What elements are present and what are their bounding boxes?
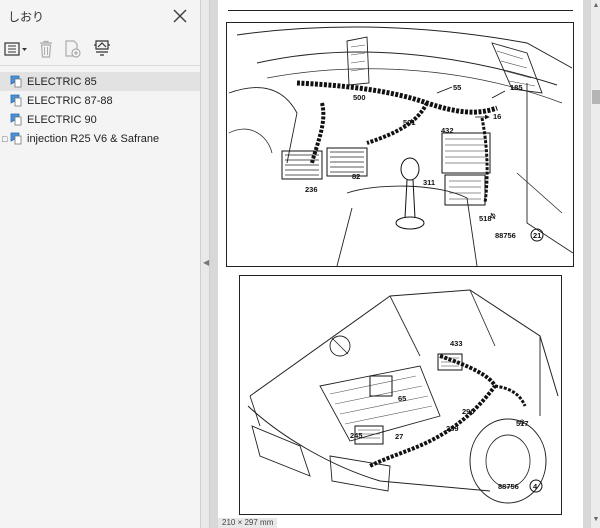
figure-interior-wiring: 500 55 185 16 501 432 236 82 311 518 887…: [226, 22, 574, 267]
bookmark-label: ELECTRIC 85: [27, 75, 97, 88]
panel-header: しおり: [0, 0, 200, 32]
expand-toggle-icon[interactable]: □: [2, 133, 8, 144]
figure-reference: 88756: [495, 231, 516, 240]
figure-number: 21: [533, 231, 541, 240]
callout-label: 311: [423, 178, 435, 187]
callout-label: 289: [446, 424, 459, 433]
bookmarks-toolbar: [0, 32, 200, 66]
bookmark-label: ELECTRIC 87-88: [27, 94, 113, 107]
engine-bay-drawing: 433 65 290 517 245 27 289 88756 4: [247, 289, 559, 504]
expand-bookmark-button[interactable]: [92, 37, 112, 61]
document-view[interactable]: 500 55 185 16 501 432 236 82 311 518 887…: [210, 0, 590, 528]
new-bookmark-button[interactable]: [64, 37, 82, 61]
scroll-down-icon[interactable]: ▼: [592, 516, 600, 523]
callout-label: 185: [510, 83, 523, 92]
document-page: 500 55 185 16 501 432 236 82 311 518 887…: [218, 0, 583, 270]
options-menu-button[interactable]: [4, 37, 28, 61]
bookmark-label: ELECTRIC 90: [27, 113, 97, 126]
bookmark-icon: [10, 132, 22, 145]
callout-label: 432: [441, 126, 454, 135]
callout-label: 65: [398, 394, 406, 403]
figure-number-circle: [530, 228, 544, 242]
vertical-scrollbar[interactable]: ▲ ▼: [590, 0, 600, 528]
close-icon: [173, 9, 187, 23]
close-panel-button[interactable]: [170, 6, 190, 26]
options-list-icon: [4, 41, 27, 56]
callout-label: 518: [479, 214, 492, 223]
collapse-arrow-icon[interactable]: ◀: [203, 258, 210, 267]
page-size-indicator: 210 × 297 mm: [218, 518, 278, 528]
bookmark-icon: [10, 113, 22, 126]
bookmark-label: injection R25 V6 & Safrane: [27, 132, 160, 145]
callout-label: 245: [350, 431, 363, 440]
callout-label: 236: [305, 185, 318, 194]
bookmark-item[interactable]: ELECTRIC 90: [0, 110, 200, 129]
bookmark-item[interactable]: ELECTRIC 87-88: [0, 91, 200, 110]
expand-bookmark-icon: [94, 39, 110, 56]
callout-label: 27: [395, 432, 403, 441]
callout-label: 500: [353, 93, 366, 102]
delete-bookmark-button[interactable]: [38, 37, 54, 61]
delete-icon: [40, 40, 52, 58]
bookmark-icon: [10, 94, 22, 107]
new-bookmark-icon: [65, 39, 81, 58]
callout-label: 501: [403, 118, 416, 127]
figure-reference: 88756: [498, 482, 519, 491]
bookmark-icon: [10, 75, 22, 88]
panel-splitter[interactable]: ◀: [201, 0, 210, 528]
callout-label: 55: [453, 83, 461, 92]
callout-label: 433: [450, 339, 463, 348]
interior-wiring-drawing: 500 55 185 16 501 432 236 82 311 518 887…: [228, 26, 574, 267]
callout-label: 16: [493, 112, 501, 121]
figure-engine-bay-wiring: 433 65 290 517 245 27 289 88756 4: [239, 275, 562, 515]
panel-title: しおり: [8, 9, 45, 24]
bookmark-list: ELECTRIC 85 ELECTRIC 87-88 ELECTRIC 90 □…: [0, 70, 200, 148]
figure-number: 4: [533, 482, 538, 491]
document-page: 433 65 290 517 245 27 289 88756 4: [218, 267, 583, 528]
bookmarks-panel: しおり: [0, 0, 201, 528]
scroll-up-icon[interactable]: ▲: [592, 2, 600, 9]
bookmark-item[interactable]: □ injection R25 V6 & Safrane: [0, 129, 200, 148]
scroll-thumb[interactable]: [592, 90, 600, 104]
page-rule: [228, 10, 573, 11]
callout-label: 517: [516, 419, 529, 428]
callout-label: 82: [352, 172, 360, 181]
callout-label: 290: [462, 407, 475, 416]
bookmark-item[interactable]: ELECTRIC 85: [0, 72, 200, 91]
figure-number-circle: [529, 479, 543, 493]
